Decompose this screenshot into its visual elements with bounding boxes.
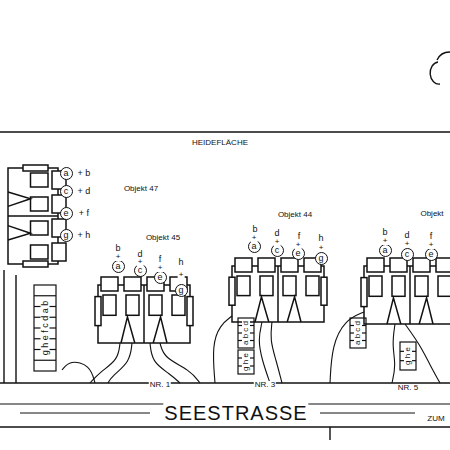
boundary-line xyxy=(0,131,450,132)
circled-letter: c xyxy=(60,185,73,198)
letter-text: e xyxy=(295,249,300,258)
map-label: Objekt 44 xyxy=(277,211,313,219)
letter-text: a xyxy=(63,169,68,178)
parking-row xyxy=(238,318,254,348)
driveway xyxy=(4,270,16,383)
parking-letters: a b c d xyxy=(242,320,250,346)
letter-text: a xyxy=(115,262,120,271)
parking-letters: g h e xyxy=(404,346,412,366)
map-label: f xyxy=(429,232,434,241)
house-building xyxy=(95,277,193,343)
circled-letter: g xyxy=(60,229,73,242)
map-label: + xyxy=(115,253,122,261)
road-tick xyxy=(329,427,330,440)
map-label: b xyxy=(251,225,258,234)
road-edge xyxy=(0,426,450,428)
map-label: + f xyxy=(78,209,90,218)
footpath xyxy=(90,343,120,383)
map-label: NR. 3 xyxy=(254,381,276,389)
footpath xyxy=(62,362,95,383)
parking-row xyxy=(350,318,366,348)
map-label: + xyxy=(295,241,302,249)
letter-text: g xyxy=(318,254,323,263)
parking-letters: g h e xyxy=(242,352,250,372)
house-building xyxy=(8,165,66,267)
footpath xyxy=(259,322,270,383)
map-label: HEIDEFLÄCHE xyxy=(191,139,249,147)
parking-letters: a b c d xyxy=(354,320,362,346)
boundary-arc xyxy=(430,62,440,84)
map-label: NR. 1 xyxy=(149,381,171,389)
footpath xyxy=(405,324,440,383)
letter-text: a xyxy=(382,246,387,255)
map-label: + xyxy=(318,244,325,252)
map-label: + xyxy=(251,234,258,242)
circled-letter: g xyxy=(315,252,328,265)
circled-letter: a xyxy=(379,244,392,257)
letter-text: c xyxy=(405,250,410,259)
map-label: NR. 5 xyxy=(397,384,419,392)
map-label: + xyxy=(157,264,164,272)
map-label: b xyxy=(381,228,388,237)
letter-text: a xyxy=(251,242,256,251)
footpath xyxy=(108,343,132,383)
map-label: + d xyxy=(77,187,92,196)
circled-letter: e xyxy=(154,271,167,284)
letter-text: g xyxy=(63,231,68,240)
map-label: h xyxy=(177,258,184,267)
map-label: Objekt 45 xyxy=(145,234,181,242)
letter-text: e xyxy=(63,209,68,218)
map-label: h xyxy=(317,234,324,243)
circled-letter: c xyxy=(401,248,414,261)
parking-row xyxy=(238,350,254,374)
map-label: ZUM xyxy=(426,415,445,423)
letter-text: e xyxy=(157,273,162,282)
map-label: + h xyxy=(77,231,92,240)
circled-letter: e xyxy=(60,207,73,220)
parking-letters: g h e f c d a b xyxy=(41,300,50,357)
circled-letter: a xyxy=(60,167,73,180)
letter-text: g xyxy=(178,286,183,295)
footpath xyxy=(271,322,282,383)
map-label: Objekt xyxy=(419,210,444,218)
map-label: + b xyxy=(77,169,92,178)
footpath xyxy=(330,312,364,383)
map-label: d xyxy=(273,229,280,238)
footpath xyxy=(214,316,232,383)
boundary-arc xyxy=(437,52,450,60)
road-edge xyxy=(0,382,450,384)
circled-letter: a xyxy=(112,260,125,273)
map-label: f xyxy=(297,232,302,241)
parking-row xyxy=(34,285,56,371)
letter-text: c xyxy=(138,266,143,275)
footpath xyxy=(160,343,200,383)
letter-text: e xyxy=(428,250,433,259)
map-label: + xyxy=(382,237,389,245)
circled-letter: g xyxy=(175,284,188,297)
street-name: SEESTRASSE xyxy=(163,403,308,423)
map-label: + xyxy=(274,238,281,246)
map-label: + xyxy=(178,271,185,279)
map-label: f xyxy=(158,255,163,264)
map-label: + xyxy=(404,240,411,248)
house-building xyxy=(229,258,327,322)
map-label: + xyxy=(137,258,144,266)
circled-letter: e xyxy=(425,248,438,261)
map-label: Objekt 47 xyxy=(123,185,159,193)
map-label: + xyxy=(428,241,435,249)
footpath xyxy=(392,324,395,383)
parking-row xyxy=(400,342,416,370)
map-label: b xyxy=(114,244,121,253)
letter-text: c xyxy=(64,187,69,196)
map-label: d xyxy=(403,231,410,240)
letter-text: c xyxy=(275,246,280,255)
house-building xyxy=(361,258,450,324)
